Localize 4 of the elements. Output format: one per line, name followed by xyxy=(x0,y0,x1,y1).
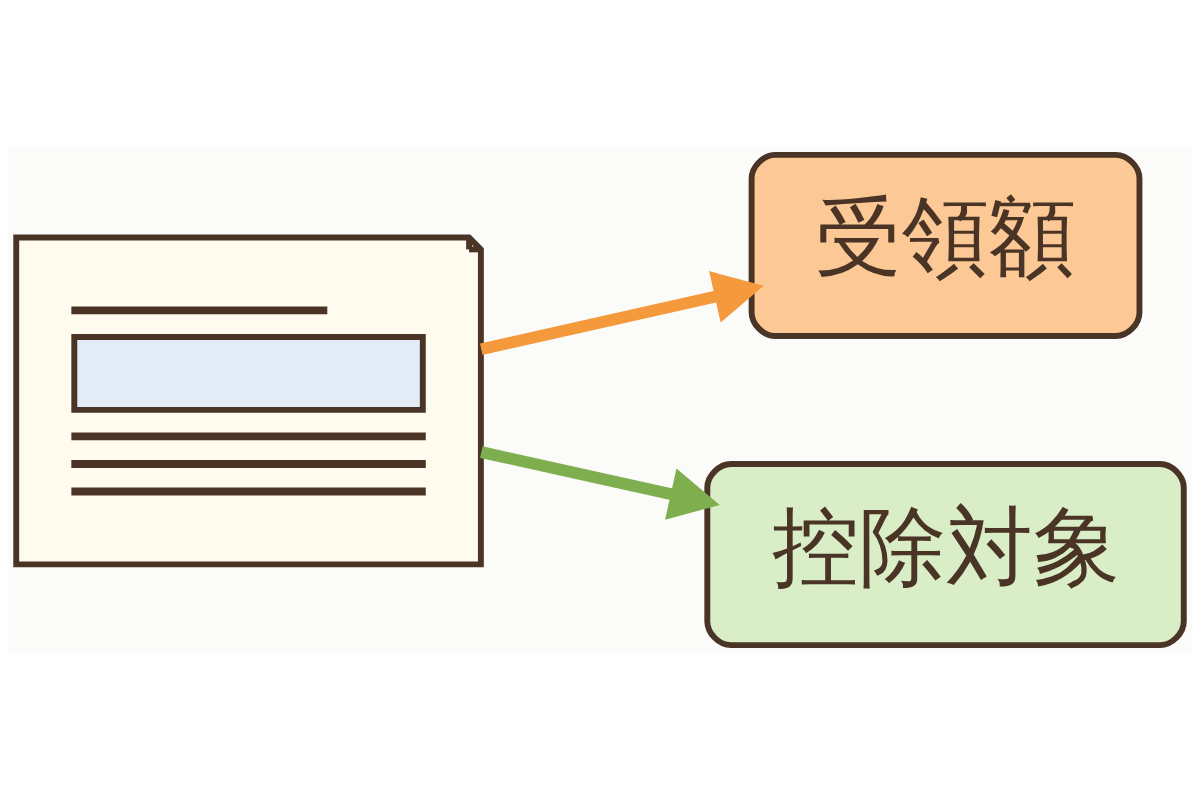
arrow xyxy=(480,271,764,355)
arrow xyxy=(480,446,720,520)
node-box: 控除対象 xyxy=(704,461,1187,649)
node-box: 受領額 xyxy=(748,151,1143,339)
